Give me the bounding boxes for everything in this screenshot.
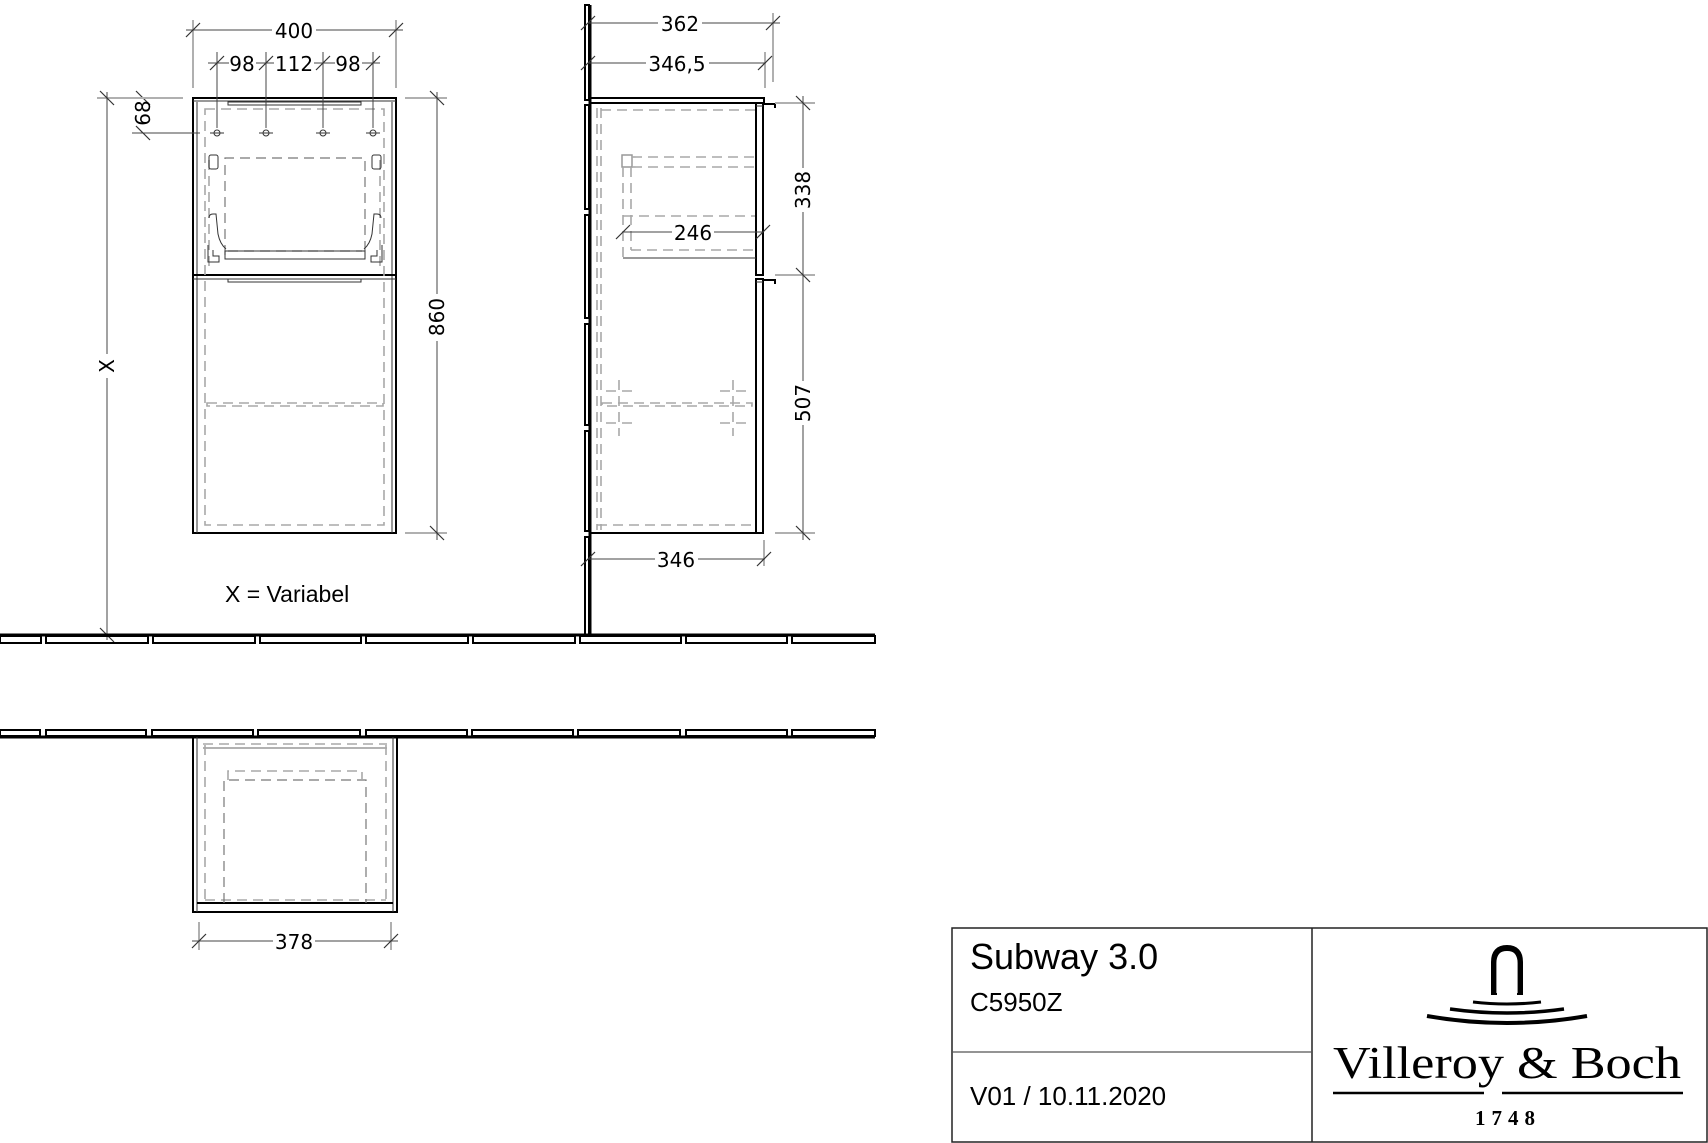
side-top-slab bbox=[589, 97, 765, 104]
dim-drawer-depth: 246 bbox=[615, 221, 771, 245]
dim-depth-bottom: 346 bbox=[580, 540, 772, 572]
bracket-hook-right bbox=[363, 213, 382, 250]
plan-cabinet-outline bbox=[192, 736, 398, 913]
version-date: V01 / 10.11.2020 bbox=[970, 1081, 1166, 1111]
dim-label: 246 bbox=[674, 221, 712, 245]
dim-label: 338 bbox=[791, 171, 815, 209]
bracket-hook-left bbox=[208, 213, 227, 250]
dim-label: 378 bbox=[275, 930, 313, 954]
dim-overall-height: 860 bbox=[405, 90, 449, 541]
brand-name: Villeroy & Boch bbox=[1333, 1038, 1681, 1088]
product-name: Subway 3.0 bbox=[970, 936, 1158, 977]
article-number: C5950Z bbox=[970, 987, 1063, 1017]
hidden-carcass bbox=[204, 108, 385, 526]
title-block: Subway 3.0 C5950Z V01 / 10.11.2020 Ville… bbox=[951, 927, 1708, 1143]
bracket-top-left bbox=[208, 154, 219, 170]
drawer-corner bbox=[621, 154, 633, 168]
variable-note: X = Variabel bbox=[225, 581, 349, 607]
front-cabinet-outline bbox=[192, 97, 397, 534]
dim-label: 507 bbox=[791, 384, 815, 422]
villeroy-boch-fountain-icon bbox=[1426, 944, 1588, 1025]
dim-plan-width: 378 bbox=[191, 922, 399, 954]
dim-label: 362 bbox=[661, 12, 699, 36]
brand-year: 1748 bbox=[1475, 1106, 1541, 1130]
dim-label: 346,5 bbox=[648, 52, 705, 76]
side-shelf bbox=[601, 402, 753, 407]
dim-label: 400 bbox=[275, 19, 313, 43]
side-wall bbox=[584, 4, 592, 636]
shelf-pins bbox=[606, 380, 746, 436]
dim-label: X bbox=[95, 359, 119, 373]
dim-hole-spacing: 98 112 98 bbox=[208, 52, 381, 128]
dim-label: 860 bbox=[425, 298, 449, 336]
plan-view: 378 bbox=[0, 729, 876, 954]
dim-label: 98 bbox=[229, 52, 254, 76]
top-handle-groove bbox=[227, 101, 362, 106]
hinge-mark bbox=[763, 279, 776, 284]
dim-label: 346 bbox=[657, 548, 695, 572]
dim-door-heights: 338 507 bbox=[775, 95, 815, 541]
front-elevation: 400 98 112 98 68 bbox=[95, 19, 449, 643]
basket-bottom bbox=[224, 250, 366, 260]
dim-mounting-height: X bbox=[95, 90, 183, 643]
dim-hole-offset: 68 bbox=[131, 90, 200, 141]
side-upper-door bbox=[755, 102, 764, 276]
lower-handle-groove bbox=[227, 278, 362, 283]
plan-wall bbox=[0, 729, 876, 739]
dim-label: 98 bbox=[335, 52, 360, 76]
dim-depth-body: 346,5 bbox=[580, 52, 773, 88]
bracket-top-right bbox=[371, 154, 382, 170]
hidden-shelf bbox=[206, 402, 384, 407]
brand-logo: Villeroy & Boch 1748 bbox=[1333, 944, 1683, 1130]
mounting-holes bbox=[210, 129, 380, 137]
dim-label: 112 bbox=[275, 52, 313, 76]
dim-overall-width: 400 bbox=[185, 19, 404, 88]
plan-basket bbox=[223, 779, 367, 903]
side-lower-door bbox=[755, 278, 764, 534]
dim-label: 68 bbox=[131, 100, 155, 125]
side-elevation: 362 346,5 246 bbox=[580, 4, 815, 636]
dim-depth-total: 362 bbox=[580, 12, 781, 82]
floor-line bbox=[0, 633, 876, 644]
